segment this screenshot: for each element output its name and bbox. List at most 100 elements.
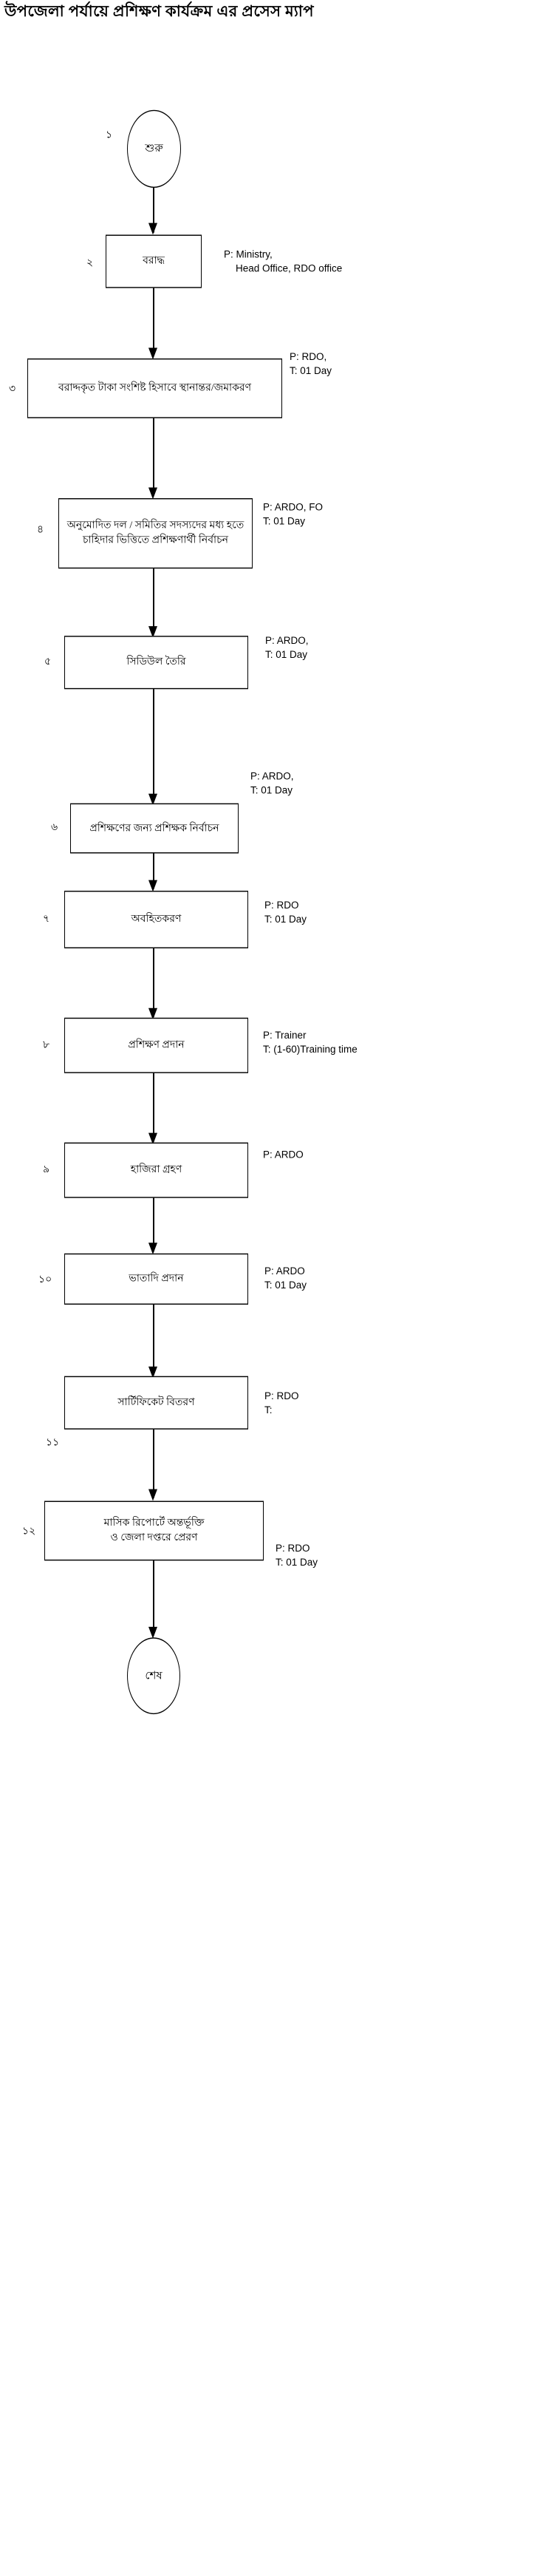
annotation-11: P: RDO T: [264, 1389, 299, 1417]
annotation-9-line1: P: ARDO [263, 1149, 304, 1160]
connector-10-to-11 [153, 1304, 154, 1376]
annotation-11-line1: P: RDO [264, 1390, 299, 1401]
annotation-8: P: Trainer T: (1-60)Training time [263, 1028, 358, 1056]
process-box-3-line1: বরাদ্দকৃত টাকা সংশিষ্ট হিসাবে স্থানান্তর… [58, 382, 252, 394]
arrowhead-6-to-7 [148, 880, 157, 892]
annotation-4-line1: P: ARDO, FO [263, 501, 324, 513]
process-box-5: সিডিউল তৈরি [64, 636, 248, 690]
process-box-8-line1: প্রশিক্ষণ প্রদান [128, 1039, 185, 1051]
process-box-2-line1: বরাদ্ধ [143, 255, 165, 267]
annotation-2: P: Ministry, Head Office, RDO office [224, 248, 342, 276]
process-box-8: প্রশিক্ষণ প্রদান [64, 1017, 248, 1073]
annotation-2-line2: Head Office, RDO office [236, 262, 343, 274]
annotation-10: P: ARDO T: 01 Day [264, 1264, 307, 1292]
process-box-9-text: হাজিরা গ্রহণ [126, 1163, 187, 1177]
process-box-10-line1: ভাতাদি প্রদান [129, 1273, 184, 1285]
connector-start-to-2 [153, 188, 154, 233]
annotation-8-line2: T: (1-60)Training time [263, 1043, 358, 1055]
process-box-9: হাজিরা গ্রহণ [64, 1142, 248, 1198]
annotation-5: P: ARDO, T: 01 Day [265, 633, 309, 662]
process-box-9-line1: হাজিরা গ্রহণ [130, 1164, 182, 1176]
annotation-2-line1: P: Ministry, [224, 248, 273, 260]
step-number-10: ১০ [38, 1274, 52, 1285]
process-box-7-text: অবহিতকরণ [127, 912, 186, 927]
process-box-4-line2: চাহিদার ভিত্তিতে প্রশিক্ষণার্থী নির্বাচন [83, 534, 228, 546]
process-box-4-line1: অনুমোদিত দল / সমিতির সদস্যদের মধ্য হতে [66, 520, 244, 531]
step-number-5: ৫ [44, 656, 52, 668]
process-box-11: সার্টিফিকেট বিতরণ [64, 1376, 248, 1430]
annotation-7-line2: T: 01 Day [264, 913, 307, 925]
annotation-12-line1: P: RDO [276, 1543, 310, 1554]
step-number-4: ৪ [37, 524, 44, 536]
arrowhead-10-to-11 [148, 1366, 157, 1379]
annotation-6: P: ARDO, T: 01 Day [250, 769, 294, 797]
process-box-8-text: প্রশিক্ষণ প্রদান [123, 1038, 188, 1053]
step-number-12: ১২ [22, 1526, 36, 1537]
arrowhead-11-to-12 [148, 1489, 157, 1501]
annotation-6-line2: T: 01 Day [250, 784, 293, 796]
annotation-12: P: RDO T: 01 Day [276, 1541, 318, 1569]
connector-11-to-12 [153, 1429, 154, 1498]
arrowhead-5-to-6 [148, 793, 157, 806]
annotation-9: P: ARDO [263, 1148, 304, 1162]
connector-4-to-5 [153, 568, 154, 633]
annotation-5-line2: T: 01 Day [265, 649, 308, 661]
step-number-2: ২ [86, 257, 94, 269]
connector-5-to-6 [153, 689, 154, 801]
annotation-12-line2: T: 01 Day [276, 1557, 318, 1569]
arrowhead-12-to-end [148, 1626, 157, 1639]
connector-8-to-9 [153, 1073, 154, 1142]
arrowhead-2-to-3 [148, 347, 157, 360]
connector-9-to-10 [153, 1197, 154, 1251]
annotation-5-line1: P: ARDO, [265, 635, 309, 647]
process-box-5-line1: সিডিউল তৈরি [126, 656, 186, 668]
step-number-11: ১১ [46, 1437, 60, 1449]
annotation-11-line2: T: [264, 1404, 273, 1416]
step-number-3: ৩ [9, 383, 16, 395]
annotation-7-line1: P: RDO [264, 899, 299, 911]
process-box-12-text: মাসিক রিপোর্টে অন্তর্ভূক্তি ও জেলা দপ্তর… [100, 1516, 209, 1546]
annotation-7: P: RDO T: 01 Day [264, 898, 307, 926]
step-number-6: ৬ [51, 821, 58, 833]
connector-3-to-4 [153, 418, 154, 495]
process-box-11-text: সার্টিফিকেট বিতরণ [113, 1396, 199, 1410]
process-box-2-text: বরাদ্ধ [138, 254, 169, 269]
start-terminator-label: শুরু [145, 142, 163, 154]
process-box-7-line1: অবহিতকরণ [131, 914, 182, 925]
process-box-12: মাসিক রিপোর্টে অন্তর্ভূক্তি ও জেলা দপ্তর… [44, 1501, 264, 1561]
process-box-12-line2: ও জেলা দপ্তরে প্রেরণ [110, 1532, 198, 1543]
process-box-3-text: বরাদ্দকৃত টাকা সংশিষ্ট হিসাবে স্থানান্তর… [54, 381, 256, 395]
step-number-7: ৭ [43, 914, 50, 925]
arrowhead-7-to-8 [148, 1007, 157, 1020]
process-box-10-text: ভাতাদি প্রদান [124, 1271, 188, 1286]
connector-12-to-end [153, 1560, 154, 1636]
annotation-6-line1: P: ARDO, [250, 770, 294, 782]
process-box-12-line1: মাসিক রিপোর্টে অন্তর্ভূক্তি [103, 1517, 205, 1529]
process-box-6-line1: প্রশিক্ষণের জন্য প্রশিক্ষক নির্বাচন [89, 822, 219, 834]
connector-7-to-8 [153, 948, 154, 1017]
process-box-4: অনুমোদিত দল / সমিতির সদস্যদের মধ্য হতে চ… [58, 497, 253, 569]
annotation-10-line2: T: 01 Day [264, 1279, 307, 1291]
annotation-10-line1: P: ARDO [264, 1265, 305, 1277]
process-box-10: ভাতাদি প্রদান [64, 1253, 248, 1305]
arrowhead-8-to-9 [148, 1132, 157, 1145]
page-title: উপজেলা পর্যায়ে প্রশিক্ষণ কার্যক্রম এর প… [4, 2, 314, 20]
annotation-3-line1: P: RDO, [290, 351, 327, 363]
arrowhead-9-to-10 [148, 1243, 157, 1255]
arrowhead-4-to-5 [148, 626, 157, 639]
annotation-8-line1: P: Trainer [263, 1029, 307, 1041]
step-number-8: ৮ [43, 1039, 50, 1051]
annotation-4-line2: T: 01 Day [263, 515, 306, 527]
connector-2-to-3 [153, 288, 154, 355]
process-box-2: বরাদ্ধ [106, 234, 202, 288]
process-box-7: অবহিতকরণ [64, 891, 248, 948]
step-number-1: ১ [106, 129, 113, 141]
process-box-5-text: সিডিউল তৈরি [122, 655, 190, 670]
process-map-flowchart: শুরু ১ বরাদ্ধ ২ P: Ministry, Head Office… [0, 38, 554, 2576]
step-number-9: ৯ [43, 1164, 50, 1176]
arrowhead-start-to-2 [148, 222, 157, 235]
annotation-3: P: RDO, T: 01 Day [290, 350, 332, 378]
start-terminator: শুরু [127, 109, 181, 188]
annotation-3-line2: T: 01 Day [290, 365, 332, 377]
end-terminator-label: শেষ [145, 1669, 163, 1682]
